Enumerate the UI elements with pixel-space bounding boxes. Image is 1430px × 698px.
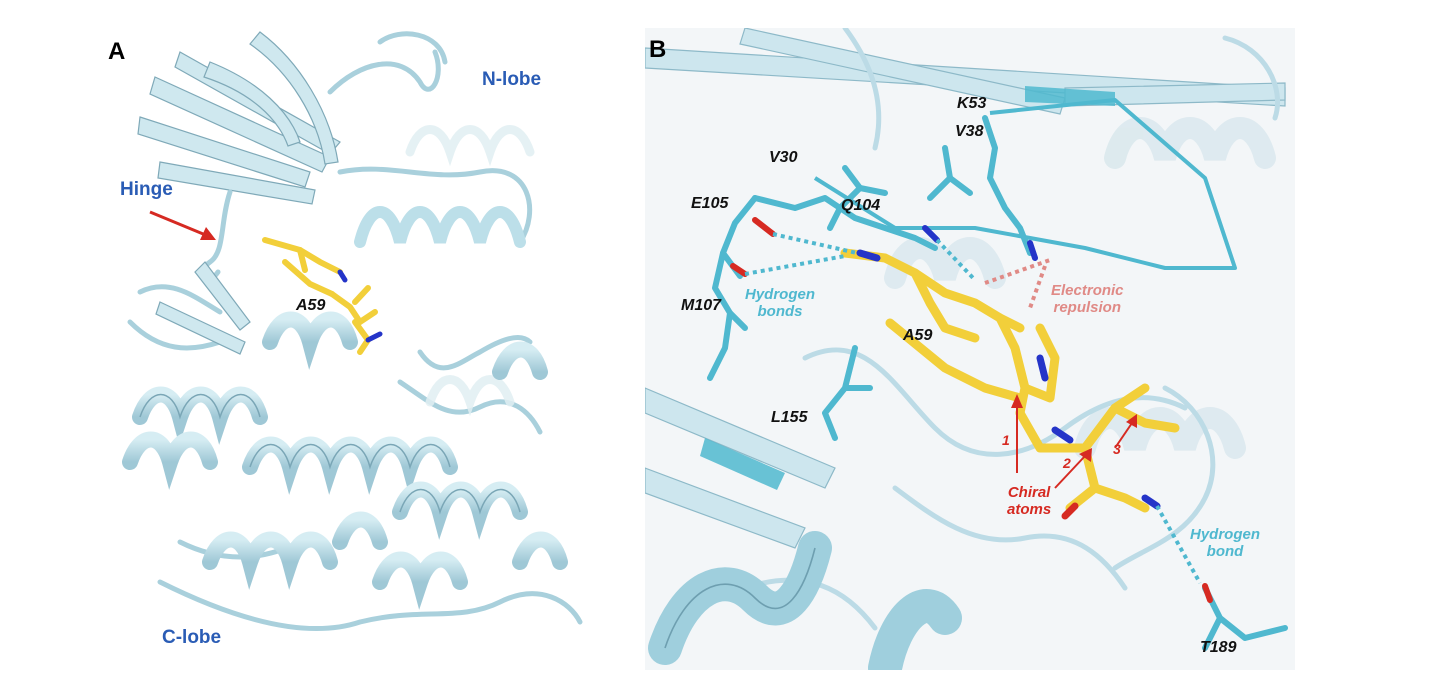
- chiral-number-3: 3: [1113, 441, 1121, 457]
- n-lobe-label: N-lobe: [482, 69, 542, 90]
- residue-e105-label: E105: [691, 195, 729, 212]
- background-helix-faded: [405, 125, 535, 417]
- hydrogen-bond-annotation: Hydrogen bond: [1190, 526, 1261, 561]
- panel-a-letter: A: [108, 38, 126, 65]
- foreground-helix: [648, 531, 962, 670]
- residue-v38-label: V38: [955, 123, 984, 140]
- residue-sticks: [707, 115, 1288, 651]
- hinge-label: Hinge: [120, 179, 173, 200]
- residue-k53-label: K53: [957, 95, 987, 112]
- panel-b-binding-pocket: B K53 V38 V30 E105 Q104 M107 A59 L155 T1…: [645, 28, 1295, 670]
- k53-backbone-trace: [813, 98, 1237, 270]
- ligand-nitrogen-atoms: [337, 269, 383, 343]
- c-lobe-helices: [122, 311, 568, 610]
- hydrogen-bond-dashes: [744, 232, 1202, 584]
- hinge-region-strands: [155, 261, 251, 355]
- ligand-heteroatoms: [856, 249, 1161, 520]
- kinase-ribbon-illustration: [122, 31, 583, 631]
- chiral-arrows: [1011, 394, 1137, 489]
- loop-ribbons: [742, 28, 1281, 631]
- chiral-number-2: 2: [1063, 455, 1071, 471]
- c-lobe-label: C-lobe: [162, 627, 222, 648]
- panel-b-letter: B: [649, 36, 667, 63]
- loop-ribbons: [127, 31, 583, 631]
- binding-pocket-illustration: [645, 28, 1288, 670]
- residue-m107-label: M107: [681, 297, 722, 314]
- helix-outlines: [139, 393, 521, 515]
- n-lobe-beta-sheet: [137, 31, 341, 205]
- ligand-a59-label: A59: [296, 297, 326, 314]
- panel-a-kinase-structure: A N-lobe Hinge C-lobe A59: [100, 22, 620, 672]
- hinge-arrow: [149, 210, 216, 240]
- electronic-repulsion-annotation: Electronic repulsion: [1051, 282, 1124, 317]
- foreground-helix-outline: [664, 547, 816, 649]
- residue-l155-label: L155: [771, 409, 808, 426]
- top-beta-strands: [645, 28, 1286, 549]
- residue-t189-label: T189: [1200, 639, 1237, 656]
- hydrogen-bonds-annotation: Hydrogen bonds: [745, 286, 816, 321]
- electronic-repulsion-dashes: [984, 258, 1051, 309]
- residue-heteroatoms: [730, 217, 1213, 603]
- alpha-c-helix: [354, 206, 526, 248]
- residue-q104-label: Q104: [841, 197, 881, 214]
- residue-v30-label: V30: [769, 149, 798, 166]
- chiral-atoms-annotation: Chiral atoms: [1007, 484, 1052, 519]
- residue-a59-label: A59: [903, 327, 933, 344]
- chiral-number-1: 1: [1002, 432, 1010, 448]
- ligand-a59-sticks: [840, 248, 1180, 513]
